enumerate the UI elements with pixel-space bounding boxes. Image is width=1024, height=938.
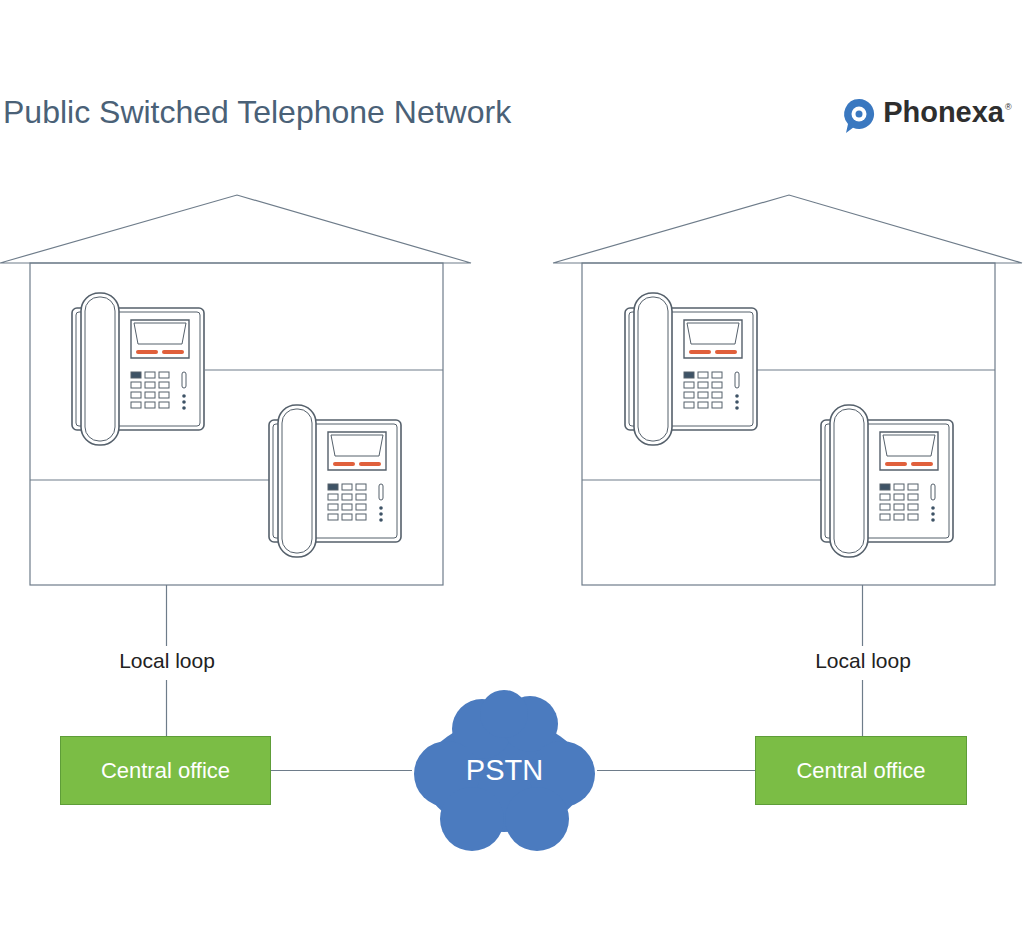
telephone [269,405,401,557]
registered-mark: ® [1005,102,1012,112]
telephone [72,293,204,445]
telephone [625,293,757,445]
loop-label: Local loop [812,649,914,673]
house [0,195,471,585]
loop-label: Local loop [116,649,218,673]
house [553,195,1022,585]
logo-text: Phonexa [883,96,1004,129]
telephone [821,405,953,557]
diagram-title: Public Switched Telephone Network [3,94,511,131]
cloud-label: PSTN [466,754,543,787]
office-label: Central office [101,758,230,784]
logo-icon [844,99,874,133]
office-label: Central office [796,758,925,784]
office-box: Central office [60,736,271,805]
connector-line [597,770,755,771]
network-cloud: PSTN [412,684,597,856]
connector-line [271,770,412,771]
office-box: Central office [755,736,967,805]
